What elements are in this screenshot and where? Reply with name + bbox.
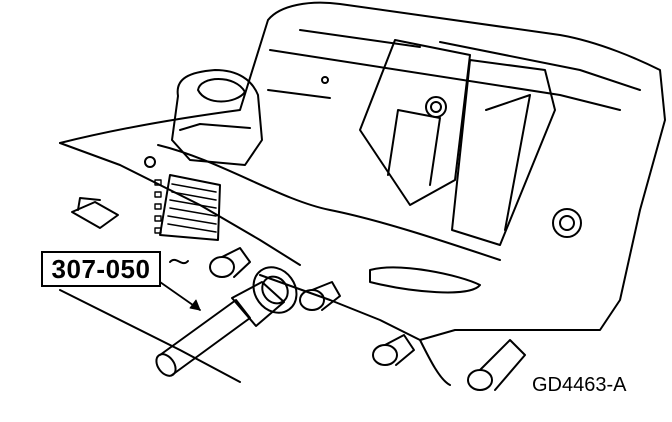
tool-number-callout: 307-050 bbox=[41, 251, 161, 287]
tool-number-label: 307-050 bbox=[51, 253, 151, 284]
bolt-hole-2 bbox=[552, 208, 582, 238]
valve-ports bbox=[154, 179, 162, 234]
spring-coils bbox=[167, 183, 217, 233]
knob-edge bbox=[179, 123, 251, 131]
pin-1 bbox=[209, 247, 251, 278]
boss-right-inner bbox=[485, 94, 531, 231]
case-lower-edge bbox=[59, 142, 301, 266]
spring-stack bbox=[159, 174, 221, 241]
boss-large bbox=[359, 39, 471, 206]
boss-large-inner bbox=[387, 109, 441, 186]
cast-ridge bbox=[419, 339, 451, 386]
figure-id-label: GD4463-A bbox=[532, 374, 627, 396]
knob-top bbox=[197, 78, 246, 103]
callout-arrowhead bbox=[189, 299, 201, 311]
rib-1 bbox=[269, 49, 621, 111]
small-hole bbox=[144, 156, 156, 168]
pin-2 bbox=[299, 281, 341, 311]
bracket bbox=[71, 201, 119, 229]
bracket-tab bbox=[77, 197, 101, 211]
boss-right bbox=[451, 59, 556, 246]
special-tool bbox=[155, 266, 298, 377]
rib-4 bbox=[267, 89, 331, 99]
tool-socket bbox=[252, 266, 298, 314]
oval-opening bbox=[369, 266, 481, 294]
tool-socket-inner bbox=[261, 275, 289, 305]
pin-4 bbox=[467, 339, 526, 391]
tool-body bbox=[231, 281, 285, 327]
pin-3 bbox=[372, 334, 415, 366]
rib-3 bbox=[439, 41, 641, 91]
bolt-hole-1-inner bbox=[430, 101, 442, 113]
case-outline bbox=[59, 1, 666, 341]
flow-line bbox=[157, 144, 501, 261]
bolt-hole-2-inner bbox=[559, 215, 575, 231]
wavy-mark bbox=[169, 258, 189, 265]
bolt-hole-3 bbox=[321, 76, 329, 84]
rib-2 bbox=[299, 29, 421, 48]
bolt-hole-1 bbox=[425, 96, 447, 118]
tool-tip bbox=[155, 353, 177, 377]
tool-shaft bbox=[159, 299, 251, 376]
knob bbox=[171, 69, 263, 166]
case-rear-edge bbox=[59, 289, 241, 383]
